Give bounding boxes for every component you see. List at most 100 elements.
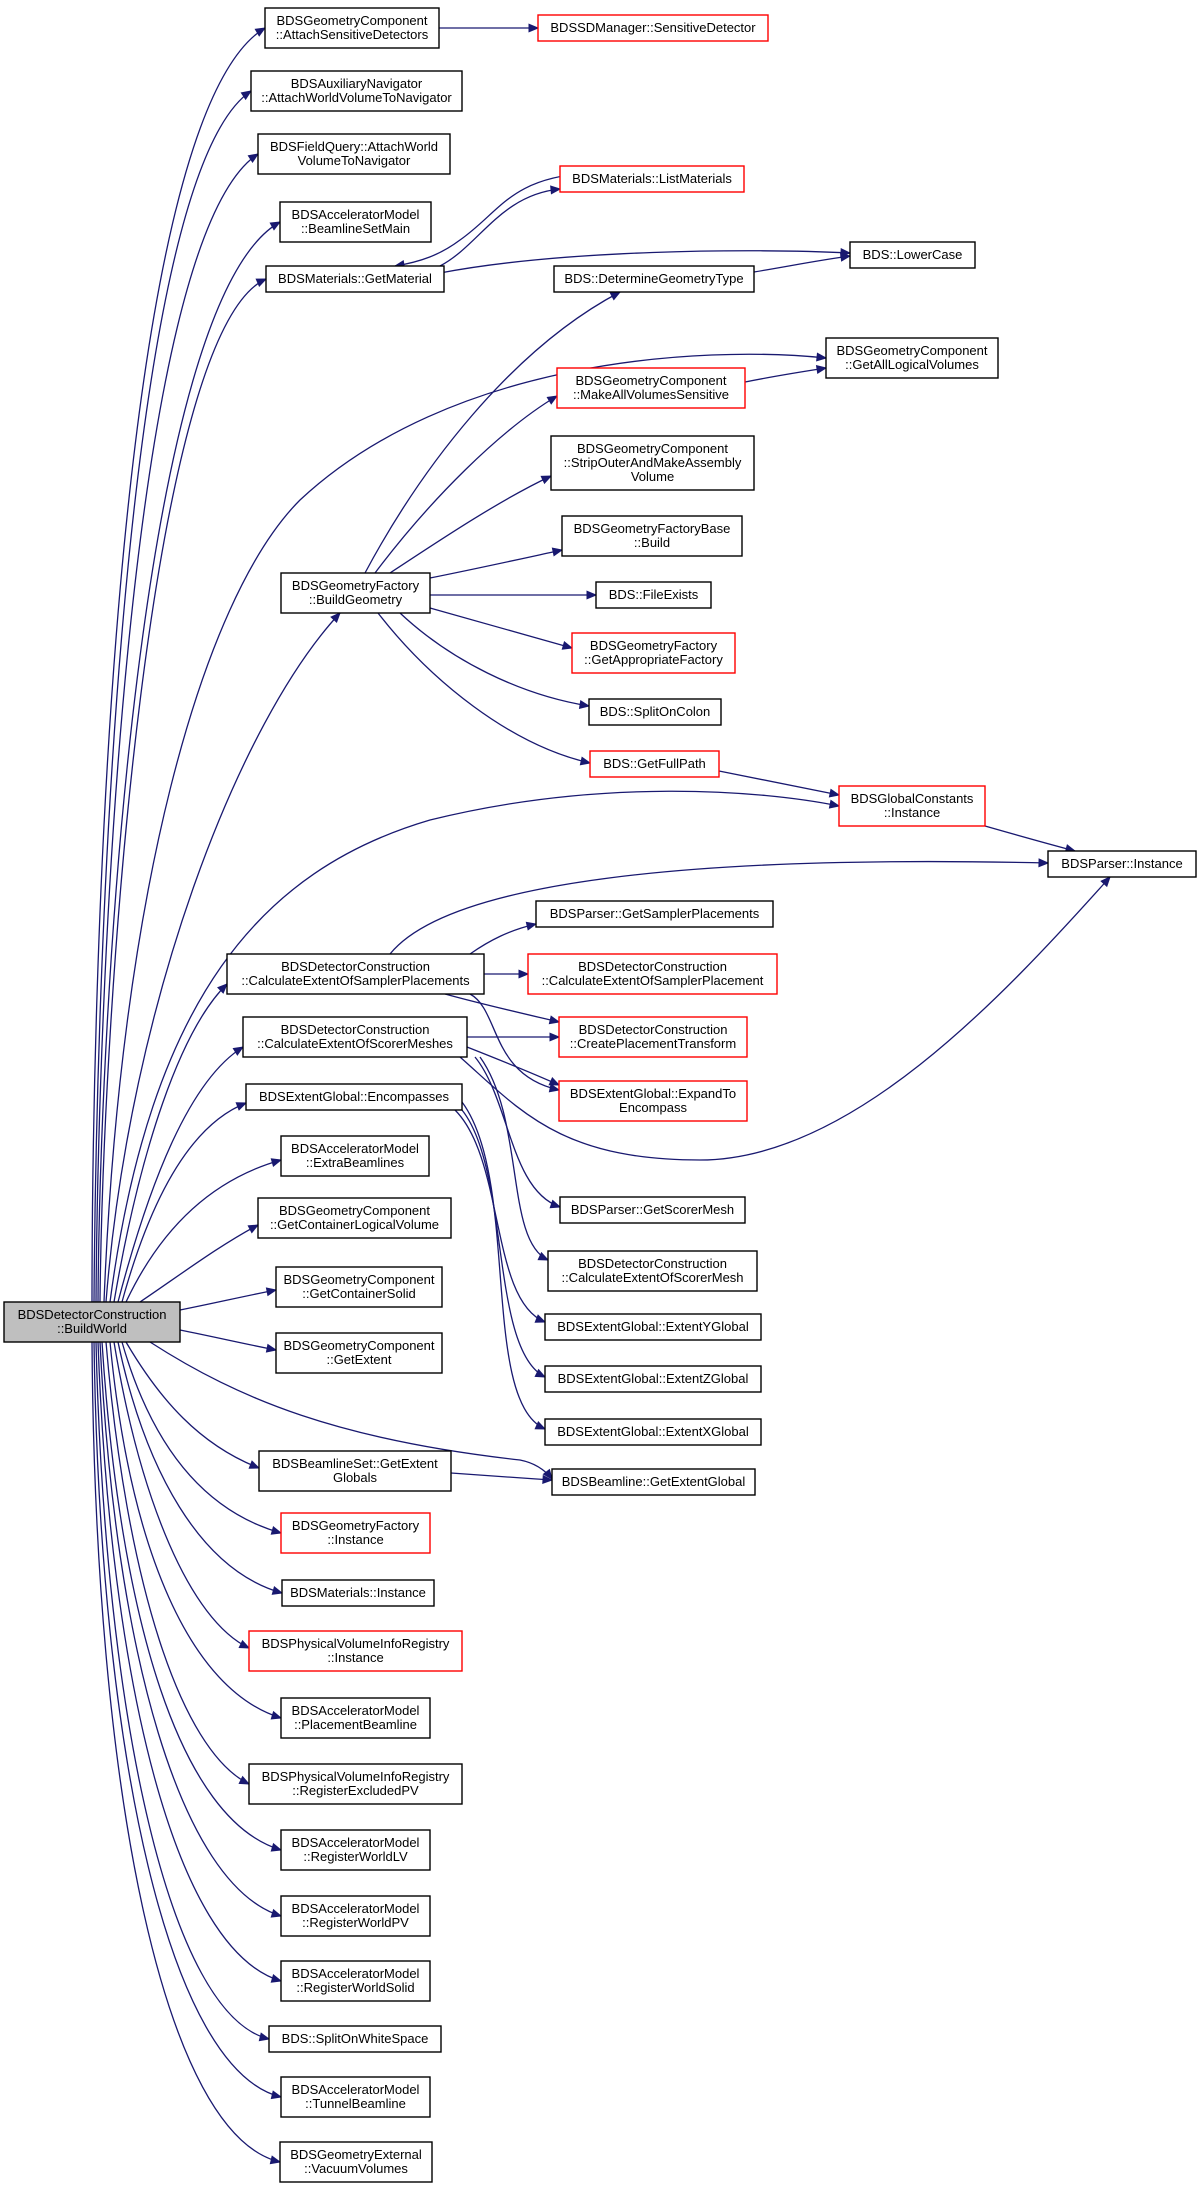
- node-box: [280, 1135, 430, 1177]
- node-box: [544, 1418, 762, 1446]
- edge-arrowhead: [534, 1314, 547, 1323]
- node-register-world-pv[interactable]: BDSAcceleratorModel::RegisterWorldPV: [280, 1895, 431, 1937]
- node-split-on-white-space[interactable]: BDS::SplitOnWhiteSpace: [268, 2025, 442, 2053]
- node-make-all-volumes-sensitive[interactable]: BDSGeometryComponent::MakeAllVolumesSens…: [556, 367, 746, 409]
- edge-make-all-volumes-sensitive-to-get-all-logical-volumes: [744, 364, 828, 383]
- edge-arrowhead: [1038, 858, 1050, 868]
- node-get-full-path[interactable]: BDS::GetFullPath: [589, 750, 720, 778]
- edge-build-world-to-tunnel-beamline: [93, 1341, 283, 2100]
- node-tunnel-beamline[interactable]: BDSAcceleratorModel::TunnelBeamline: [280, 2076, 431, 2118]
- node-file-exists[interactable]: BDS::FileExists: [595, 581, 712, 609]
- node-lower-case[interactable]: BDS::LowerCase: [849, 241, 976, 269]
- edge-arrowhead: [551, 547, 564, 557]
- edge-arrowhead: [247, 153, 260, 164]
- node-register-world-solid[interactable]: BDSAcceleratorModel::RegisterWorldSolid: [280, 1960, 431, 2002]
- node-label-line: BDSAcceleratorModel: [292, 1835, 420, 1850]
- edge-arrowhead: [330, 612, 341, 624]
- node-placement-beamline[interactable]: BDSAcceleratorModel::PlacementBeamline: [280, 1697, 431, 1739]
- node-calc-extent-scorer-meshes[interactable]: BDSDetectorConstruction::CalculateExtent…: [242, 1016, 468, 1058]
- node-extent-zglobal[interactable]: BDSExtentGlobal::ExtentZGlobal: [544, 1365, 762, 1393]
- edge-build-world-to-register-world-lv: [101, 1341, 283, 1852]
- node-attach-sensitive-detectors[interactable]: BDSGeometryComponent::AttachSensitiveDet…: [264, 7, 440, 49]
- node-vacuum-volumes[interactable]: BDSGeometryExternal::VacuumVolumes: [279, 2141, 433, 2183]
- edge-build-world-to-extra-beamlines: [125, 1158, 283, 1303]
- node-global-constants-instance[interactable]: BDSGlobalConstants::Instance: [838, 785, 986, 827]
- node-geometry-factory-instance[interactable]: BDSGeometryFactory::Instance: [280, 1512, 431, 1554]
- edge-arrowhead: [270, 1842, 283, 1852]
- node-get-material[interactable]: BDSMaterials::GetMaterial: [265, 265, 445, 293]
- edge-build-world-to-encompasses: [121, 1102, 248, 1303]
- node-box: [547, 1250, 758, 1292]
- node-determine-geometry-type[interactable]: BDS::DetermineGeometryType: [553, 265, 755, 293]
- node-box: [279, 2141, 433, 2183]
- node-calc-extent-sampler-placement[interactable]: BDSDetectorConstruction::CalculateExtent…: [527, 953, 778, 995]
- node-label-line: BDS::FileExists: [609, 587, 699, 602]
- node-parser-instance[interactable]: BDSParser::Instance: [1047, 850, 1197, 878]
- node-get-container-logical-volume[interactable]: BDSGeometryComponent::GetContainerLogica…: [257, 1197, 452, 1239]
- edge-attach-sensitive-detectors-to-sensitive-detector: [439, 23, 540, 33]
- node-beamline-set-main[interactable]: BDSAcceleratorModel::BeamlineSetMain: [279, 201, 432, 243]
- edge-arrowhead: [271, 1586, 284, 1595]
- edge-encompasses-to-extent-yglobal: [454, 1109, 547, 1323]
- node-sensitive-detector[interactable]: BDSSDManager::SensitiveDetector: [537, 14, 769, 42]
- node-build-world[interactable]: BDSDetectorConstruction::BuildWorld: [3, 1301, 181, 1343]
- node-box: [280, 1895, 431, 1937]
- node-box: [248, 1630, 463, 1672]
- edge-arrowhead: [238, 1775, 251, 1785]
- edge-get-material-to-list-materials: [439, 185, 562, 267]
- node-extra-beamlines[interactable]: BDSAcceleratorModel::ExtraBeamlines: [280, 1135, 430, 1177]
- node-build-geometry[interactable]: BDSGeometryFactory::BuildGeometry: [280, 572, 431, 614]
- node-attach-world-volume-to-navigator[interactable]: BDSAuxiliaryNavigator::AttachWorldVolume…: [250, 70, 463, 112]
- edge-arrowhead: [540, 475, 553, 485]
- node-label-line: ::CalculateExtentOfScorerMeshes: [257, 1036, 453, 1051]
- node-get-appropriate-factory[interactable]: BDSGeometryFactory::GetAppropriateFactor…: [571, 632, 736, 674]
- node-label-line: BDSExtentGlobal::ExpandTo: [570, 1086, 736, 1101]
- edge-calc-extent-scorer-meshes-to-get-scorer-mesh: [474, 1056, 562, 1209]
- node-calc-extent-sampler-placements[interactable]: BDSDetectorConstruction::CalculateExtent…: [226, 953, 485, 995]
- node-label-line: BDSPhysicalVolumeInfoRegistry: [262, 1769, 450, 1784]
- node-get-all-logical-volumes[interactable]: BDSGeometryComponent::GetAllLogicalVolum…: [825, 337, 999, 379]
- node-split-on-colon[interactable]: BDS::SplitOnColon: [588, 698, 722, 726]
- node-get-scorer-mesh[interactable]: BDSParser::GetScorerMesh: [559, 1196, 746, 1224]
- node-list-materials[interactable]: BDSMaterials::ListMaterials: [559, 165, 745, 193]
- node-label-line: BDSParser::Instance: [1061, 856, 1182, 871]
- node-factory-base-build[interactable]: BDSGeometryFactoryBase::Build: [561, 515, 743, 557]
- node-label-line: BDSSDManager::SensitiveDetector: [550, 20, 756, 35]
- node-get-sampler-placements[interactable]: BDSParser::GetSamplerPlacements: [535, 900, 774, 928]
- node-encompasses[interactable]: BDSExtentGlobal::Encompasses: [245, 1083, 463, 1111]
- edge-arrowhead: [579, 756, 592, 766]
- node-get-container-solid[interactable]: BDSGeometryComponent::GetContainerSolid: [275, 1266, 443, 1308]
- node-box: [561, 515, 743, 557]
- node-pvinfo-registry-instance[interactable]: BDSPhysicalVolumeInfoRegistry::Instance: [248, 1630, 463, 1672]
- node-create-placement-transform[interactable]: BDSDetectorConstruction::CreatePlacement…: [558, 1016, 748, 1058]
- edge-arrowhead: [816, 352, 828, 362]
- node-extent-yglobal[interactable]: BDSExtentGlobal::ExtentYGlobal: [544, 1313, 762, 1341]
- node-materials-instance[interactable]: BDSMaterials::Instance: [281, 1579, 435, 1607]
- edge-arrowhead: [235, 1102, 248, 1111]
- node-strip-outer[interactable]: BDSGeometryComponent::StripOuterAndMakeA…: [550, 435, 755, 491]
- edge-arrowhead: [270, 1526, 283, 1535]
- node-label-line: ::VacuumVolumes: [304, 2161, 408, 2176]
- node-label-line: ::RegisterWorldSolid: [296, 1980, 414, 1995]
- edge-build-geometry-to-factory-base-build: [429, 547, 564, 579]
- node-label-line: BDSGeometryComponent: [279, 1203, 430, 1218]
- node-field-query-attach[interactable]: BDSFieldQuery::AttachWorldVolumeToNaviga…: [257, 133, 451, 175]
- edge-arrowhead: [550, 185, 562, 195]
- node-label-line: BDSFieldQuery::AttachWorld: [270, 139, 438, 154]
- node-register-world-lv[interactable]: BDSAcceleratorModel::RegisterWorldLV: [280, 1829, 431, 1871]
- edge-encompasses-to-extent-xglobal: [461, 1101, 547, 1430]
- node-label-line: ::AttachSensitiveDetectors: [276, 27, 429, 42]
- node-get-extent[interactable]: BDSGeometryComponent::GetExtent: [275, 1332, 443, 1374]
- edge-build-world-to-pvinfo-registry-instance: [113, 1341, 251, 1649]
- node-label-line: Volume: [631, 469, 674, 484]
- node-calc-extent-scorer-mesh[interactable]: BDSDetectorConstruction::CalculateExtent…: [547, 1250, 758, 1292]
- node-box: [544, 1313, 762, 1341]
- node-label-line: ::GetContainerSolid: [302, 1286, 415, 1301]
- node-register-excluded-pv[interactable]: BDSPhysicalVolumeInfoRegistry::RegisterE…: [248, 1763, 463, 1805]
- node-extent-xglobal[interactable]: BDSExtentGlobal::ExtentXGlobal: [544, 1418, 762, 1446]
- edge-arrowhead: [542, 1468, 553, 1481]
- edge-build-world-to-get-all-logical-volumes: [103, 352, 828, 1303]
- node-get-extent-global[interactable]: BDSBeamline::GetExtentGlobal: [551, 1468, 756, 1496]
